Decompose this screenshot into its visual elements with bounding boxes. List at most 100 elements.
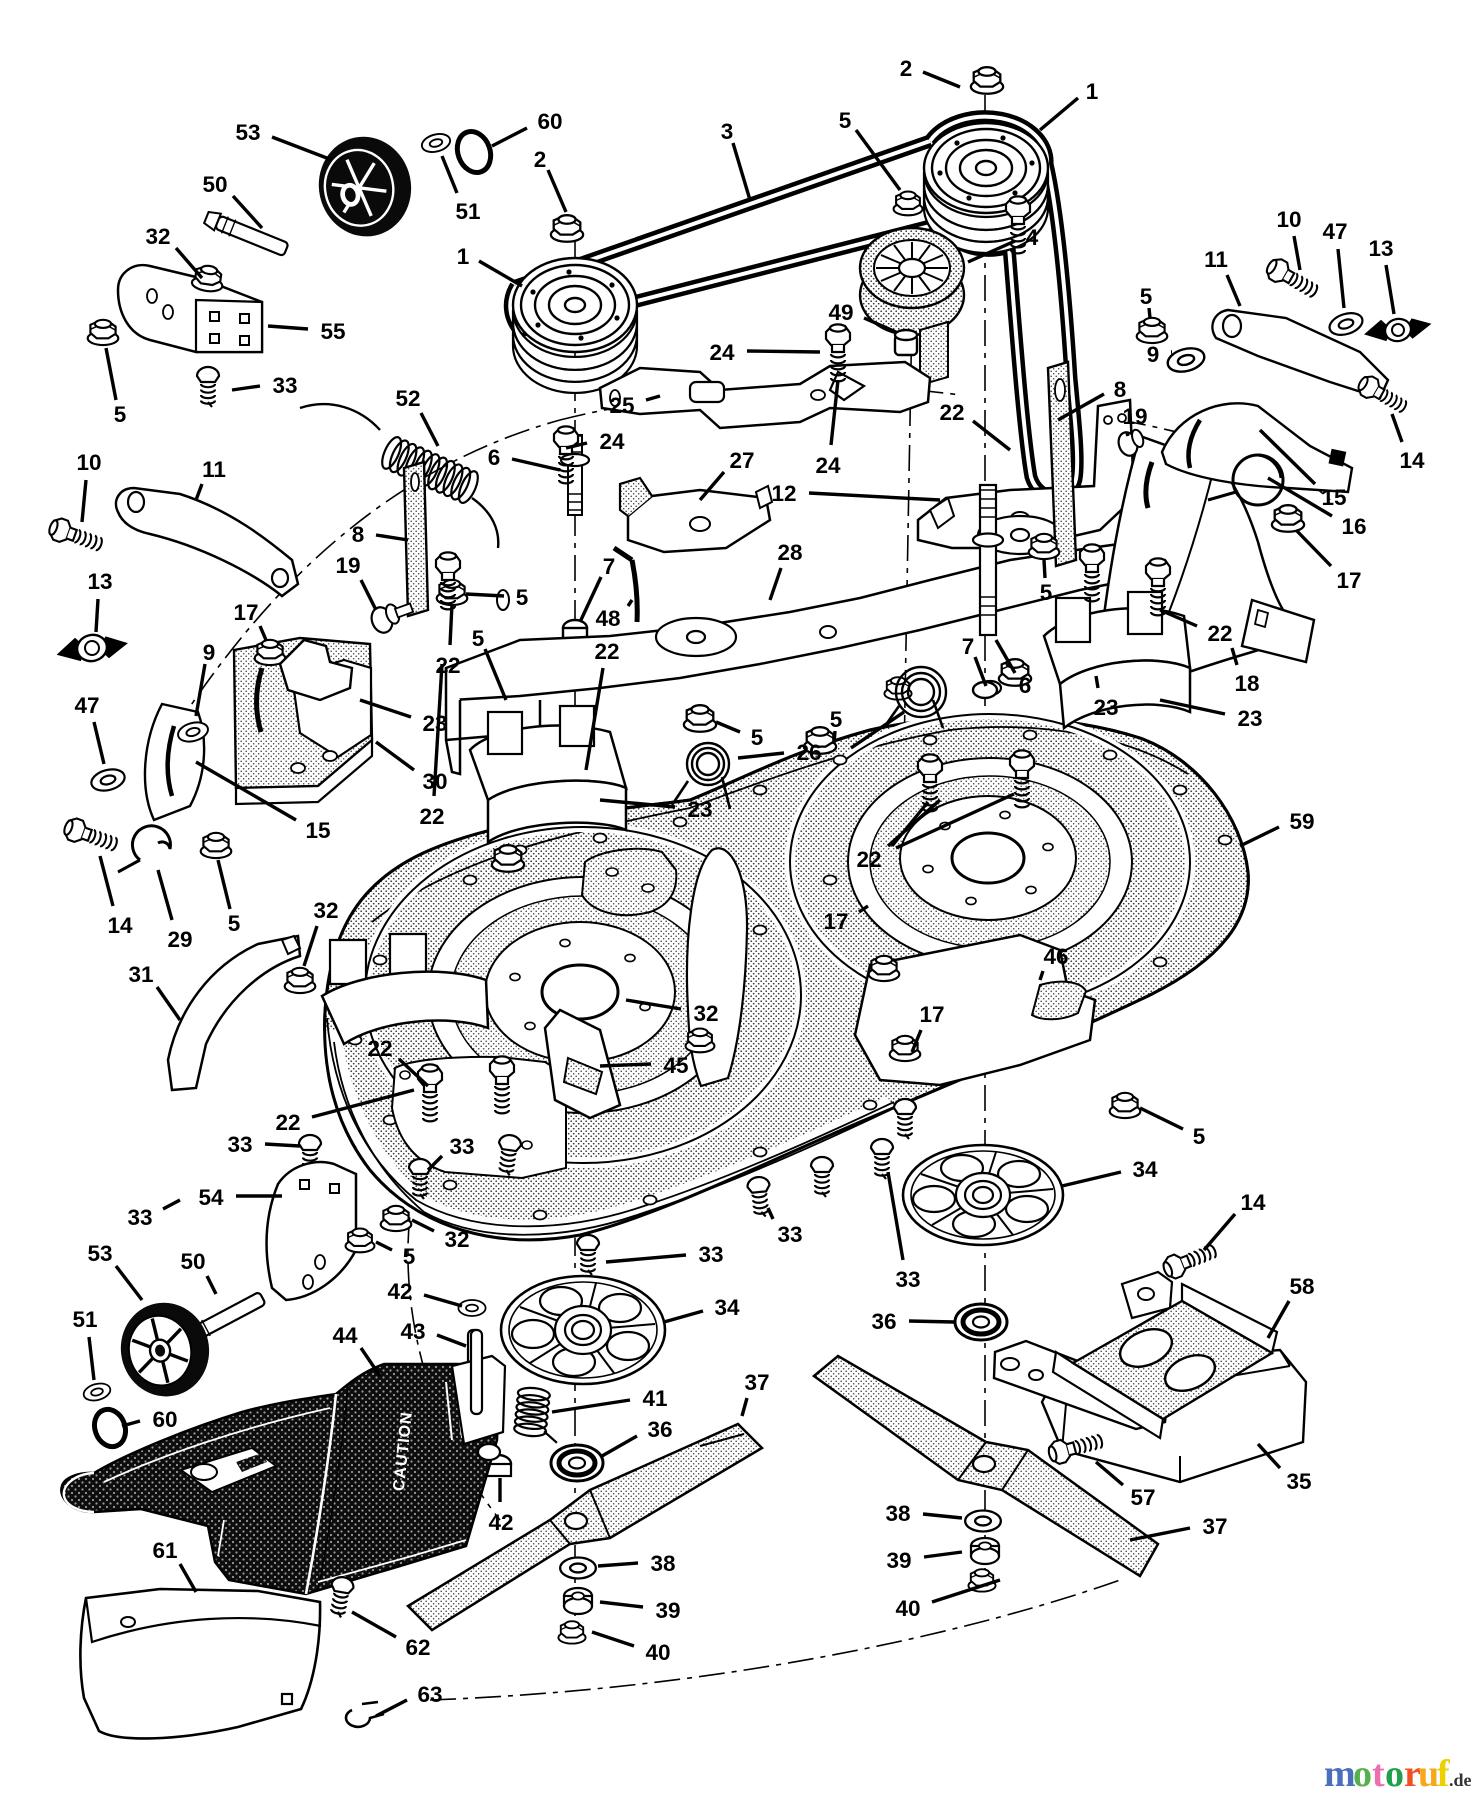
svg-text:63: 63 xyxy=(417,1682,442,1707)
svg-text:10: 10 xyxy=(1276,207,1301,232)
svg-text:1: 1 xyxy=(1086,79,1099,104)
svg-text:22: 22 xyxy=(419,804,444,829)
svg-text:6: 6 xyxy=(488,445,501,470)
svg-text:17: 17 xyxy=(233,600,258,625)
svg-text:38: 38 xyxy=(650,1551,675,1576)
svg-text:22: 22 xyxy=(594,639,619,664)
svg-text:19: 19 xyxy=(335,553,360,578)
svg-text:34: 34 xyxy=(714,1295,740,1320)
svg-text:44: 44 xyxy=(332,1323,358,1348)
svg-text:57: 57 xyxy=(1130,1485,1155,1510)
svg-text:14: 14 xyxy=(107,913,133,938)
svg-text:22: 22 xyxy=(1207,621,1232,646)
svg-text:1: 1 xyxy=(457,244,470,269)
svg-text:5: 5 xyxy=(472,626,485,651)
svg-text:32: 32 xyxy=(145,224,170,249)
svg-text:15: 15 xyxy=(305,818,330,843)
svg-text:60: 60 xyxy=(152,1407,177,1432)
svg-text:33: 33 xyxy=(895,1267,920,1292)
svg-text:55: 55 xyxy=(320,319,345,344)
svg-text:43: 43 xyxy=(400,1319,425,1344)
svg-text:m: m xyxy=(1324,1753,1356,1795)
svg-text:45: 45 xyxy=(663,1053,688,1078)
svg-text:u: u xyxy=(1418,1753,1439,1795)
svg-text:11: 11 xyxy=(202,457,226,482)
svg-text:6: 6 xyxy=(1019,673,1032,698)
svg-text:31: 31 xyxy=(128,962,153,987)
svg-text:50: 50 xyxy=(202,172,227,197)
svg-text:29: 29 xyxy=(167,927,192,952)
svg-text:5: 5 xyxy=(751,725,764,750)
svg-text:33: 33 xyxy=(272,373,297,398)
svg-text:4: 4 xyxy=(1026,225,1039,250)
svg-text:13: 13 xyxy=(87,569,112,594)
svg-text:13: 13 xyxy=(1368,236,1393,261)
svg-text:53: 53 xyxy=(87,1241,112,1266)
svg-text:36: 36 xyxy=(871,1309,896,1334)
svg-text:28: 28 xyxy=(777,540,802,565)
svg-text:t: t xyxy=(1372,1753,1385,1795)
svg-text:19: 19 xyxy=(1122,404,1147,429)
svg-text:5: 5 xyxy=(830,707,843,732)
svg-text:17: 17 xyxy=(1336,568,1361,593)
svg-text:35: 35 xyxy=(1286,1469,1311,1494)
svg-text:36: 36 xyxy=(647,1417,672,1442)
svg-text:37: 37 xyxy=(744,1370,769,1395)
svg-text:39: 39 xyxy=(655,1598,680,1623)
svg-text:7: 7 xyxy=(962,634,975,659)
svg-text:23: 23 xyxy=(687,797,712,822)
svg-text:23: 23 xyxy=(1093,695,1118,720)
svg-text:24: 24 xyxy=(709,340,735,365)
svg-text:33: 33 xyxy=(777,1222,802,1247)
svg-text:51: 51 xyxy=(72,1307,97,1332)
svg-text:54: 54 xyxy=(198,1185,224,1210)
svg-text:5: 5 xyxy=(839,108,852,133)
svg-text:22: 22 xyxy=(435,653,460,678)
svg-text:33: 33 xyxy=(127,1205,152,1230)
svg-text:.de: .de xyxy=(1449,1770,1472,1790)
svg-text:8: 8 xyxy=(352,522,365,547)
svg-text:37: 37 xyxy=(1202,1514,1227,1539)
svg-text:32: 32 xyxy=(693,1001,718,1026)
svg-text:18: 18 xyxy=(1234,671,1259,696)
svg-text:42: 42 xyxy=(488,1510,513,1535)
svg-text:46: 46 xyxy=(1043,944,1068,969)
svg-text:60: 60 xyxy=(537,109,562,134)
svg-text:47: 47 xyxy=(1322,219,1347,244)
svg-text:3: 3 xyxy=(721,119,734,144)
svg-text:27: 27 xyxy=(729,448,754,473)
svg-text:5: 5 xyxy=(1193,1124,1206,1149)
svg-text:24: 24 xyxy=(599,429,625,454)
svg-text:5: 5 xyxy=(516,585,529,610)
svg-text:5: 5 xyxy=(114,402,127,427)
svg-text:17: 17 xyxy=(823,909,848,934)
svg-text:11: 11 xyxy=(1204,247,1228,272)
svg-text:47: 47 xyxy=(74,693,99,718)
svg-text:8: 8 xyxy=(1114,377,1127,402)
svg-text:5: 5 xyxy=(403,1244,416,1269)
svg-text:38: 38 xyxy=(885,1501,910,1526)
svg-text:24: 24 xyxy=(815,453,841,478)
svg-text:52: 52 xyxy=(395,386,420,411)
svg-text:15: 15 xyxy=(1321,485,1346,510)
svg-text:o: o xyxy=(1385,1753,1404,1795)
svg-text:9: 9 xyxy=(1147,342,1160,367)
svg-text:o: o xyxy=(1353,1753,1372,1795)
svg-text:48: 48 xyxy=(595,606,620,631)
svg-text:14: 14 xyxy=(1399,448,1425,473)
svg-text:12: 12 xyxy=(771,481,796,506)
svg-text:22: 22 xyxy=(275,1110,300,1135)
svg-text:49: 49 xyxy=(828,300,853,325)
svg-text:5: 5 xyxy=(1040,580,1053,605)
svg-text:61: 61 xyxy=(152,1538,177,1563)
svg-text:32: 32 xyxy=(444,1227,469,1252)
svg-text:34: 34 xyxy=(1132,1157,1158,1182)
svg-text:42: 42 xyxy=(387,1279,412,1304)
svg-text:59: 59 xyxy=(1289,809,1314,834)
svg-text:14: 14 xyxy=(1240,1190,1266,1215)
svg-text:62: 62 xyxy=(405,1635,430,1660)
svg-text:33: 33 xyxy=(227,1132,252,1157)
svg-text:f: f xyxy=(1437,1753,1451,1795)
svg-text:23: 23 xyxy=(1237,706,1262,731)
svg-text:33: 33 xyxy=(698,1242,723,1267)
